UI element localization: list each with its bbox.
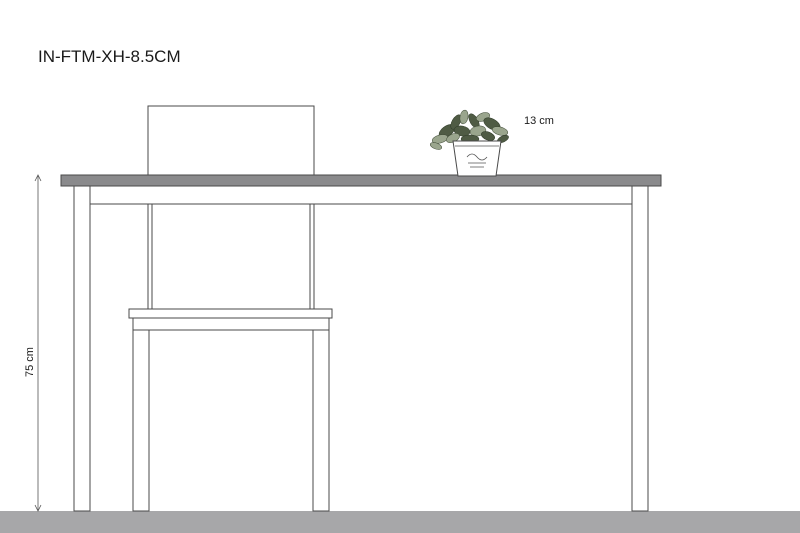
- chair-back: [147, 105, 315, 176]
- table: [60, 174, 662, 512]
- chair-leg-right: [312, 317, 330, 512]
- product-code-title: IN-FTM-XH-8.5CM: [38, 47, 181, 66]
- plant-foliage: [430, 109, 509, 150]
- chair-leg-left: [132, 317, 150, 512]
- chair-back-post-left: [147, 186, 153, 311]
- chair-back-post-right: [309, 186, 315, 311]
- table-leg-left: [73, 185, 91, 512]
- tabletop: [60, 174, 662, 187]
- table-height-dimension: 75 cm: [24, 174, 42, 512]
- potted-plant: [430, 109, 509, 177]
- chair-seat: [128, 308, 333, 319]
- plant-height-label: 13 cm: [524, 115, 554, 127]
- chair: [128, 308, 333, 512]
- table-leg-right: [631, 185, 649, 512]
- chair-seat-apron: [132, 317, 330, 331]
- table-apron: [73, 185, 649, 205]
- plant-pot: [452, 140, 502, 177]
- floor: [0, 511, 800, 533]
- pot-emblem-icon: [466, 153, 488, 168]
- table-height-label: 75 cm: [24, 347, 36, 377]
